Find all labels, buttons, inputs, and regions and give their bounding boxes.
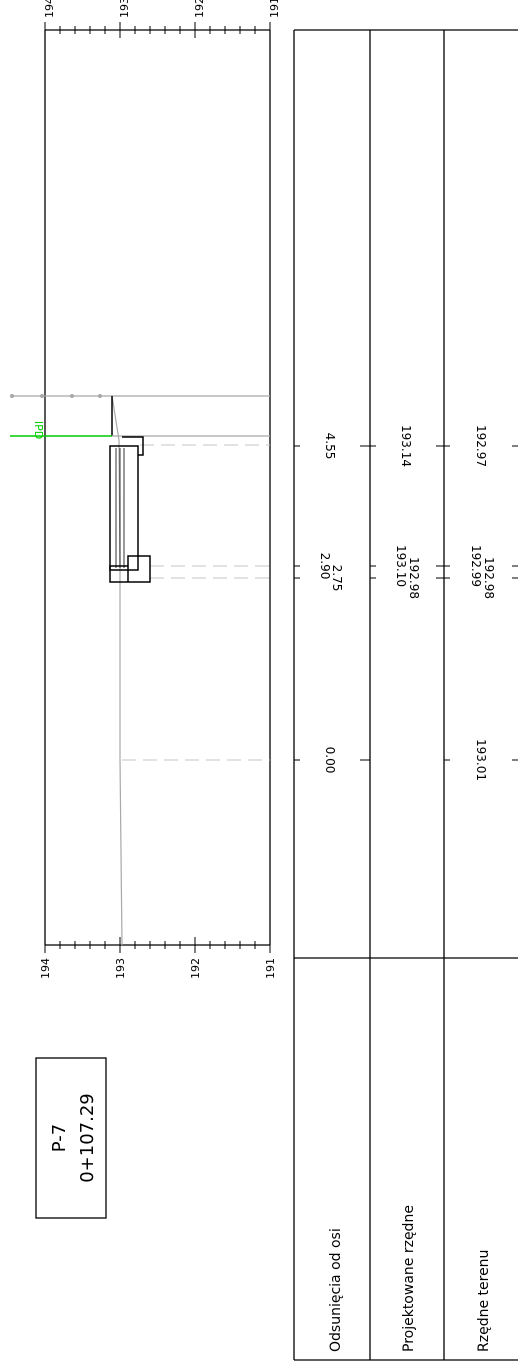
offset-value: 2.75	[330, 565, 344, 592]
axis-marker-label: IPD	[32, 421, 45, 439]
design-elevation-value: 193.14	[399, 425, 413, 467]
bottom-tick-label: 191	[264, 958, 277, 979]
terrain-elevation-value: 192.98	[482, 557, 496, 599]
reference-points	[10, 394, 102, 398]
section-chainage: 0+107.29	[77, 1093, 98, 1183]
pavement-structure	[109, 436, 151, 583]
design-elevation-value: 192.98	[407, 557, 421, 599]
bottom-tick-label: 194	[39, 958, 52, 979]
design-elevation-value: 193.10	[394, 545, 408, 587]
projection-lines	[122, 444, 270, 761]
terrain-elevation-value: 192.99	[469, 545, 483, 587]
top-tick-label: 193	[118, 0, 131, 18]
bottom-scale-labels: 194 193 192 191	[39, 958, 277, 979]
row-labels: Odsunięcia od osi Projektowane rzędne Rz…	[328, 1205, 492, 1352]
profile-frame	[44, 29, 271, 946]
row-label-design-elevations: Projektowane rzędne	[401, 1205, 417, 1352]
row-label-terrain-elevations: Rzędne terenu	[476, 1250, 492, 1352]
terrain-elevations-row: 192.97 192.99 192.98 193.01	[444, 425, 518, 781]
section-label: P-7 0+107.29	[35, 1057, 107, 1219]
section-name: P-7	[49, 1124, 70, 1152]
section-label-box	[35, 1057, 107, 1219]
top-tick-label: 192	[193, 0, 206, 18]
top-tick-label: 194	[43, 0, 56, 18]
bottom-scale-ticks	[44, 937, 271, 953]
terrain-elevation-value: 193.01	[474, 739, 488, 781]
offset-value: 0.00	[323, 747, 337, 774]
bottom-tick-label: 192	[189, 958, 202, 979]
row-label-offsets: Odsunięcia od osi	[328, 1228, 344, 1352]
offset-value: 2.90	[318, 553, 332, 580]
terrain-elevation-value: 192.97	[474, 425, 488, 467]
design-elevations-row: 193.14 193.10 192.98	[370, 425, 444, 599]
top-tick-label: 191	[268, 0, 281, 18]
bottom-tick-label: 193	[114, 958, 127, 979]
terrain-line	[111, 395, 123, 946]
offsets-row: 4.55 2.90 2.75 0.00	[294, 433, 370, 774]
top-scale-labels: 194 193 192 191	[43, 0, 281, 18]
top-scale-ticks	[44, 22, 271, 38]
offset-value: 4.55	[323, 433, 337, 460]
data-table-frame	[293, 29, 518, 1361]
